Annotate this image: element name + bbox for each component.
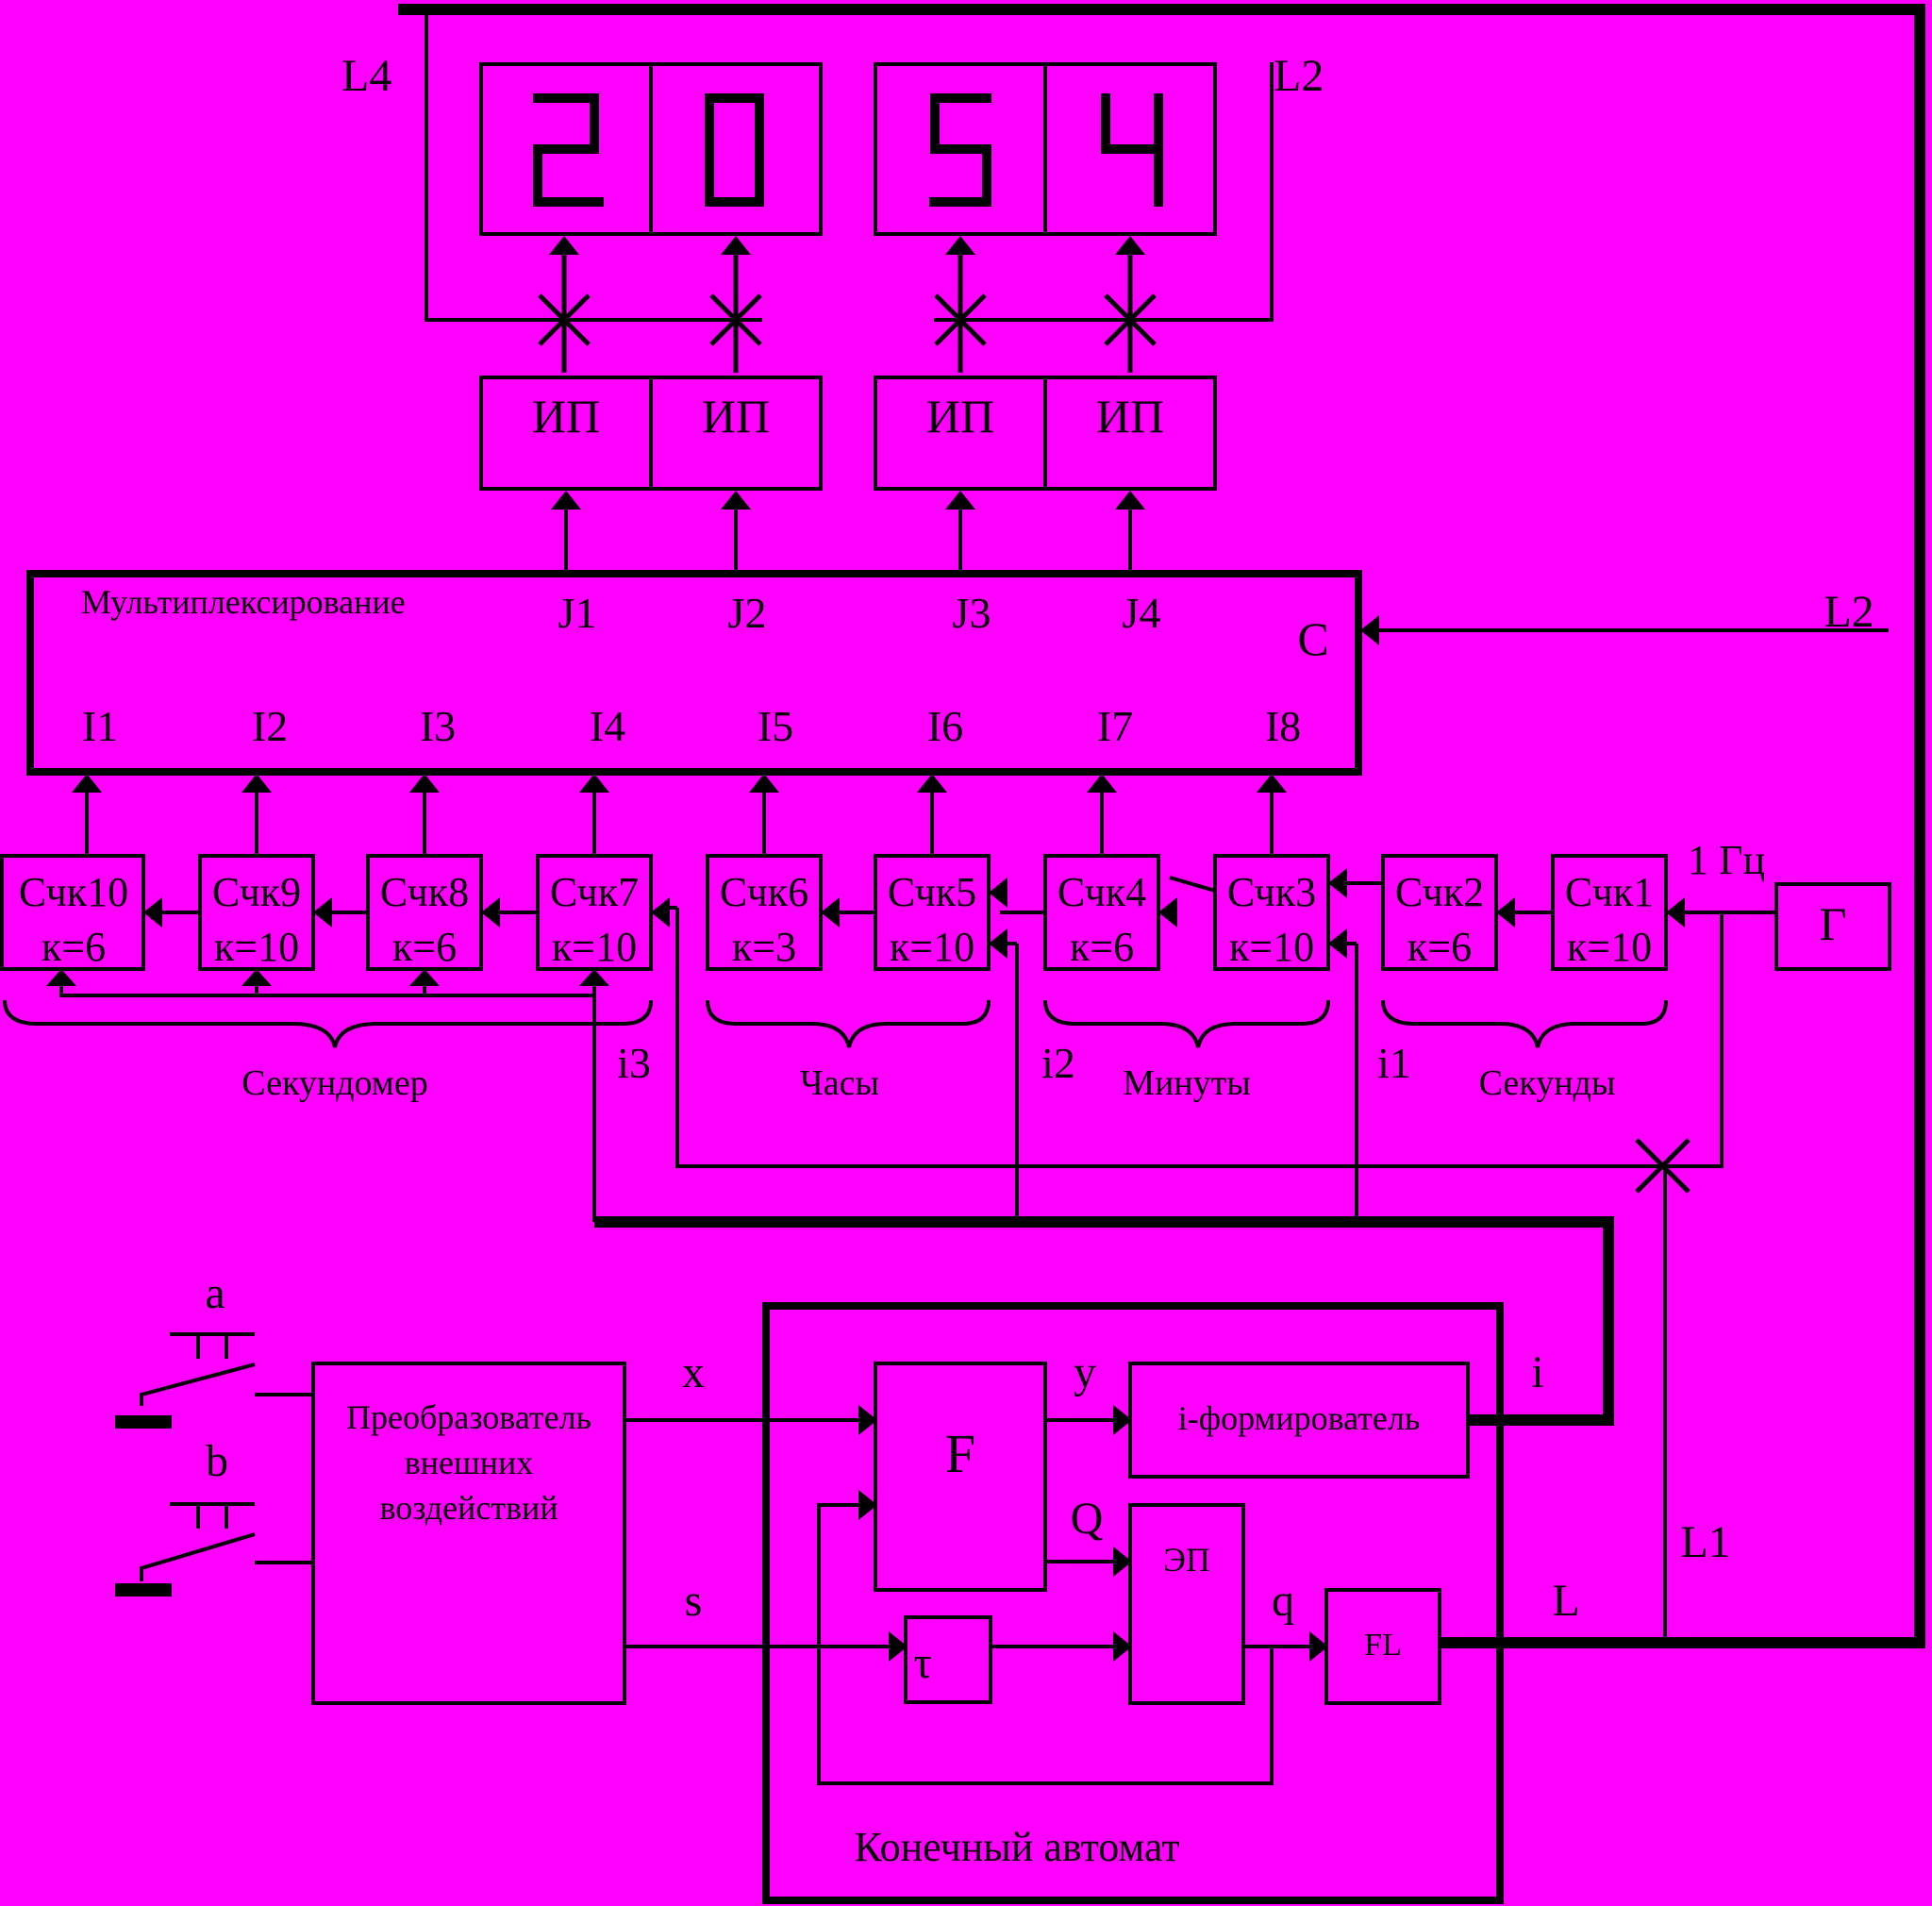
counter-4-k: к=6	[1070, 924, 1134, 970]
display-arrowheads	[549, 236, 1145, 255]
generator: Г 1 Гц	[1688, 837, 1891, 971]
block-f: F	[945, 1423, 975, 1484]
counter-10-k: к=6	[42, 924, 106, 970]
group-braces	[3, 999, 1668, 1048]
multiplexer: Мультиплексирование J1 J2 J3 J4 C L2 I1 …	[26, 570, 1874, 854]
block-ep: ЭП	[1163, 1541, 1210, 1579]
driver-2-label: ИП	[702, 390, 770, 443]
automaton-title: Конечный автомат	[854, 1824, 1179, 1870]
counter-2: Счк2 к=6	[1395, 869, 1484, 970]
counter-1: Счк1 к=10	[1565, 869, 1654, 970]
generator-label: Г	[1820, 897, 1847, 950]
mux-input-i7: I7	[1097, 702, 1133, 750]
converter-line-2: внешних	[405, 1444, 534, 1481]
group-label-minutes: Минуты	[1123, 1063, 1251, 1103]
stopwatch-clock-switch	[1635, 1138, 1690, 1194]
button-a[interactable]: a	[115, 1268, 313, 1429]
counter-5: Счк5 к=10	[888, 869, 976, 970]
mux-input-i3: I3	[420, 702, 456, 750]
mux-output-j1: J1	[558, 589, 597, 637]
counter-6: Счк6 к=3	[720, 869, 808, 970]
counter-8: Счк8 к=6	[380, 869, 469, 970]
mux-output-j4: J4	[1123, 589, 1161, 637]
signal-s: s	[685, 1576, 703, 1626]
button-a-label: a	[205, 1268, 225, 1318]
counter-5-k: к=10	[890, 924, 974, 970]
driver-3-label: ИП	[926, 390, 994, 443]
counter-7: Счк7 к=10	[550, 869, 639, 970]
group-label-stopwatch: Секундомер	[242, 1063, 427, 1103]
counter-4-name: Счк4	[1058, 869, 1146, 915]
counter-7-name: Счк7	[550, 869, 639, 915]
signal-i2: i2	[1041, 1039, 1075, 1087]
counter-6-k: к=3	[732, 924, 796, 970]
block-tau: τ	[913, 1638, 931, 1688]
signal-x: x	[682, 1347, 705, 1397]
digit-2-shape	[533, 93, 604, 207]
button-b-label: b	[206, 1436, 228, 1486]
signal-q: q	[1272, 1576, 1294, 1626]
mux-output-j3: J3	[953, 589, 991, 637]
digit-0-shape	[705, 93, 764, 207]
counter-5-name: Счк5	[888, 869, 976, 915]
mux-input-i8: I8	[1265, 702, 1301, 750]
counters: Счк10 к=6 Счк9 к=10 Счк8 к=6 Счк7 к=10 С…	[0, 854, 1685, 995]
mux-input-i1: I1	[82, 702, 118, 750]
mux-output-j2: J2	[728, 589, 767, 637]
signal-L1: L1	[1680, 1517, 1730, 1567]
signal-i1: i1	[1377, 1039, 1411, 1087]
counter-1-name: Счк1	[1565, 869, 1654, 915]
mux-input-i5: I5	[758, 702, 793, 750]
counter-9-k: к=10	[214, 924, 299, 970]
mux-title: Мультиплексирование	[81, 583, 406, 621]
counter-1-k: к=10	[1567, 924, 1652, 970]
button-b[interactable]: b	[115, 1436, 313, 1597]
counter-3: Счк3 к=10	[1227, 869, 1316, 970]
counter-10: Счк10 к=6	[19, 869, 128, 970]
signal-i3: i3	[617, 1039, 651, 1087]
counter-9-name: Счк9	[212, 869, 301, 915]
mux-control-line-label: L2	[1824, 587, 1874, 637]
mux-input-i2: I2	[252, 702, 288, 750]
counter-8-k: к=6	[392, 924, 457, 970]
counter-3-k: к=10	[1229, 924, 1314, 970]
signal-L: L	[1552, 1576, 1579, 1626]
converter-line-1: Преобразователь	[346, 1398, 591, 1436]
counter-4: Счк4 к=6	[1058, 869, 1146, 970]
bus-lines	[59, 4, 1925, 1648]
signal-Q: Q	[1071, 1494, 1104, 1544]
display-label-left: L4	[341, 51, 391, 101]
block-i-former: i-формирователь	[1178, 1399, 1420, 1437]
counter-6-name: Счк6	[720, 869, 808, 915]
digit-5-shape	[929, 93, 991, 207]
display-label-right: L2	[1274, 51, 1324, 101]
signal-i: i	[1531, 1347, 1543, 1397]
counter-2-name: Счк2	[1395, 869, 1484, 915]
display-switches	[538, 242, 1157, 373]
finite-automaton: Конечный автомат F i-формирователь ЭП τ …	[625, 1302, 1920, 1904]
driver-4-label: ИП	[1096, 390, 1164, 443]
group-label-hours: Часы	[800, 1063, 879, 1103]
mux-input-i6: I6	[927, 702, 963, 750]
group-label-seconds: Секунды	[1479, 1063, 1616, 1103]
input-converter: Преобразователь внешних воздействий	[311, 1362, 626, 1705]
generator-frequency: 1 Гц	[1688, 837, 1765, 883]
counter-3-name: Счк3	[1227, 869, 1316, 915]
mux-input-i4: I4	[590, 702, 625, 750]
converter-line-3: воздействий	[379, 1489, 558, 1527]
counter-9: Счк9 к=10	[212, 869, 301, 970]
mux-control-c: C	[1297, 612, 1328, 665]
counter-2-k: к=6	[1407, 924, 1472, 970]
drivers: ИП ИП ИП ИП	[479, 376, 1217, 574]
counter-7-k: к=10	[552, 924, 637, 970]
counter-10-name: Счк10	[19, 869, 128, 915]
block-fl: FL	[1364, 1628, 1402, 1663]
counter-8-name: Счк8	[380, 869, 469, 915]
driver-1-label: ИП	[532, 390, 600, 443]
signal-y: y	[1074, 1347, 1096, 1397]
digit-4-shape	[1101, 93, 1163, 154]
display: L4 L2	[341, 51, 1324, 236]
